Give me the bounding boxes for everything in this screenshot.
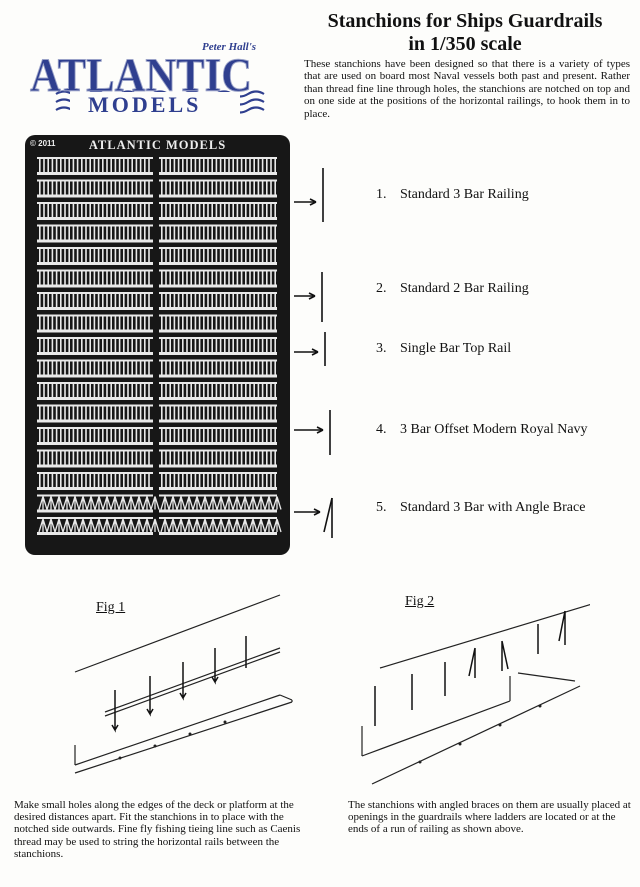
- stanchion-profile-5: [294, 497, 333, 538]
- stanchion-profile-1: [294, 168, 324, 222]
- fig1-label: Fig 1: [96, 600, 126, 615]
- fret-row: [159, 494, 282, 513]
- fret-row: [37, 224, 153, 243]
- fret-row: [159, 157, 277, 175]
- fig1-diagram: [74, 594, 293, 774]
- fret-copyright: © 2011: [30, 139, 56, 148]
- arrow-icon: [316, 426, 324, 434]
- fig2-stanchions: [374, 610, 566, 726]
- etched-fret-photo: © 2011 ATLANTIC MODELS: [25, 135, 290, 555]
- stanchion-profile-2: [294, 272, 323, 322]
- list-item-3: 3.Single Bar Top Rail: [376, 341, 512, 356]
- fret-row: [159, 517, 282, 535]
- fig2-diagram: [361, 603, 590, 785]
- fret-row: [159, 292, 277, 310]
- fret-row: [159, 449, 277, 468]
- fret-parts-graphic: [37, 157, 282, 535]
- stanchion-profile-4: [294, 410, 331, 455]
- fig2-caption: The stanchions with angled braces on the…: [348, 799, 631, 836]
- arrow-icon: [311, 348, 319, 356]
- fig1-stanchions: [111, 636, 247, 733]
- fret-row: [37, 427, 153, 445]
- logo-byline: Peter Hall's: [202, 41, 256, 53]
- fret-row: [159, 269, 277, 288]
- list-item-5: 5.Standard 3 Bar with Angle Brace: [376, 500, 586, 515]
- fret-row: [37, 269, 153, 288]
- arrow-icon: [313, 508, 321, 516]
- fret-row: [37, 314, 153, 333]
- fret-row: [37, 382, 153, 400]
- fret-row: [37, 404, 153, 423]
- atlantic-models-logo: Peter Hall's ATLANTIC MODELS: [30, 41, 265, 117]
- intro-paragraph: These stanchions have been designed so t…: [304, 58, 630, 120]
- fret-row: [37, 247, 153, 265]
- fret-row: [37, 472, 153, 490]
- fret-row: [159, 179, 277, 198]
- list-item-2: 2.Standard 2 Bar Railing: [376, 281, 529, 296]
- fret-row: [159, 314, 277, 333]
- fret-row: [37, 292, 153, 310]
- fret-row: [37, 179, 153, 198]
- fret-row: [37, 202, 153, 220]
- logo-wordmark: ATLANTIC: [30, 49, 252, 102]
- fret-row: [37, 494, 160, 513]
- stanchion-profile-3: [294, 332, 326, 366]
- fret-row: [37, 359, 153, 378]
- fig2-label: Fig 2: [405, 594, 435, 609]
- page-subtitle: in 1/350 scale: [408, 33, 522, 55]
- list-item-4: 4.3 Bar Offset Modern Royal Navy: [376, 422, 588, 437]
- arrow-icon: [308, 292, 316, 300]
- fret-row: [37, 517, 160, 535]
- fret-row: [159, 472, 277, 490]
- fret-row: [159, 359, 277, 378]
- fig1-caption: Make small holes along the edges of the …: [14, 799, 301, 860]
- fret-row: [159, 247, 277, 265]
- fret-row: [37, 337, 153, 355]
- fret-row: [37, 157, 153, 175]
- arrow-icon: [309, 198, 317, 206]
- fret-row: [159, 427, 277, 445]
- fret-row: [37, 449, 153, 468]
- logo-models: MODELS: [88, 92, 201, 117]
- list-item-1: 1.Standard 3 Bar Railing: [376, 187, 529, 202]
- fret-row: [159, 202, 277, 220]
- stanchion-profiles: [294, 168, 333, 538]
- fret-row: [159, 224, 277, 243]
- fret-row: [159, 382, 277, 400]
- page-title: Stanchions for Ships Guardrails: [327, 10, 603, 32]
- fret-brand: ATLANTIC MODELS: [88, 138, 227, 152]
- fret-row: [159, 404, 277, 423]
- fret-row: [159, 337, 277, 355]
